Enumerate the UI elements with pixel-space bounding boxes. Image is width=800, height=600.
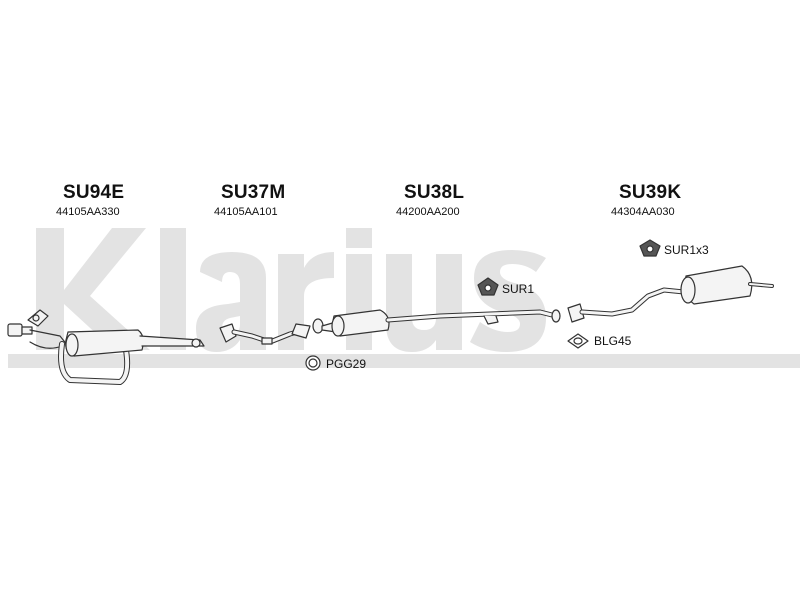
section-code-su39k: SU39K [619, 182, 682, 203]
section-ref-su37m: 44105AA101 [214, 206, 278, 218]
accessory-label-blg45: BLG45 [594, 334, 632, 348]
center-silencer-su38l-part [312, 309, 561, 337]
rubber-hanger-icon [477, 277, 499, 296]
section-code-su94e: SU94E [63, 182, 125, 203]
section-ref-su38l: 44200AA200 [396, 206, 460, 218]
front-pipe-su94e-part [7, 309, 205, 385]
section-ref-su94e: 44105AA330 [56, 206, 120, 218]
accessory-label-pgg29: PGG29 [326, 357, 367, 371]
rear-silencer-su39k-part [567, 265, 774, 323]
section-code-su38l: SU38L [404, 182, 465, 203]
accessory-label-sur1x3: SUR1x3 [664, 243, 709, 257]
section-code-su37m: SU37M [221, 182, 286, 203]
flange-gasket-icon [567, 333, 589, 349]
accessory-label-sur1: SUR1 [502, 282, 535, 296]
section-ref-su39k: 44304AA030 [611, 206, 675, 218]
intermediate-pipe-su37m-part [219, 323, 311, 345]
rubber-hanger-icon [639, 239, 661, 257]
pipe-gasket-ring-icon [305, 355, 321, 371]
